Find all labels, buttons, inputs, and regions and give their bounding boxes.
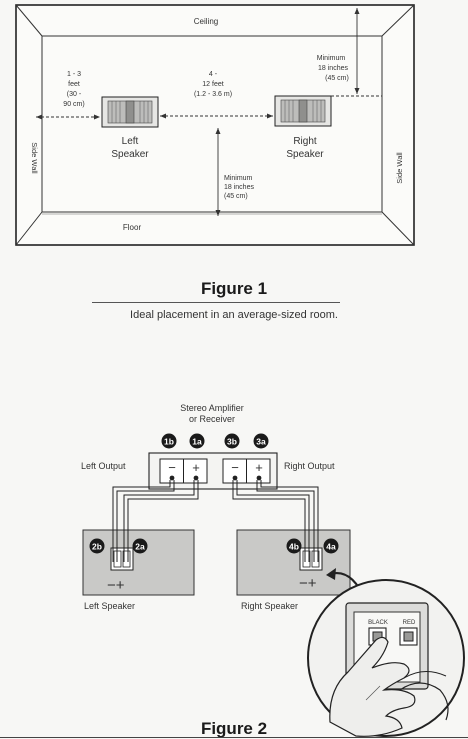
wall-gap-line-2: feet	[68, 81, 80, 88]
left-speaker-drawing	[101, 96, 159, 128]
wall-gap-line-3: (30 -	[67, 91, 82, 98]
floor-label: Floor	[123, 223, 142, 232]
badge-3a: 3a	[256, 437, 266, 447]
inset-input-label: INPUT	[383, 672, 401, 678]
speaker-gap-line-3: (1.2 - 3.6 m)	[194, 91, 232, 98]
ceiling-gap-dimension	[331, 8, 382, 97]
inset-red-label: RED	[403, 620, 416, 626]
left-speaker-box	[82, 529, 195, 596]
speaker-gap-line-2: 12 feet	[202, 81, 223, 88]
figure-1-diagram: Ceiling Floor Side Wall Side Wall Left S…	[15, 4, 415, 246]
amp-term-left-pos: +	[192, 460, 200, 475]
badge-3b: 3b	[227, 437, 237, 447]
figure-1-rule	[92, 302, 340, 303]
badge-1b: 1b	[164, 437, 174, 447]
badge-4a: 4a	[326, 542, 336, 552]
floor-gap-line-3: (45 cm)	[224, 193, 248, 200]
left-output-label: Left Output	[81, 461, 126, 471]
speaker-wires	[112, 480, 319, 562]
left-speaker-terminal	[110, 547, 134, 571]
speaker-gap-dimension	[160, 113, 273, 119]
amp-term-right-pos: +	[255, 460, 263, 475]
floor-gap-line-1: Minimum	[224, 175, 253, 182]
callout-arrow	[329, 571, 367, 601]
polarity-right: −+	[299, 575, 317, 592]
amplifier-label-1: Stereo Amplifier	[180, 403, 244, 413]
floor-gap-dimension	[215, 128, 221, 216]
floor-gap-line-2: 18 inches	[224, 184, 254, 191]
ceiling-gap-line-1: Minimum	[317, 55, 346, 62]
badge-2a: 2a	[135, 542, 145, 552]
amp-term-right-neg: −	[231, 460, 239, 475]
right-speaker-label-2: Speaker	[286, 149, 324, 160]
right-speaker-terminal	[299, 547, 323, 571]
wall-gap-line-4: 90 cm)	[63, 101, 84, 108]
side-wall-right-label: Side Wall	[395, 152, 404, 184]
back-wall	[41, 35, 383, 213]
right-speaker-box	[236, 529, 351, 596]
badge-2b: 2b	[92, 542, 102, 552]
figure-1-title: Figure 1	[200, 279, 268, 298]
right-speaker-drawing	[274, 95, 332, 127]
badge-4b: 4b	[289, 542, 299, 552]
left-speaker-label-2: Speaker	[111, 149, 149, 160]
left-speaker-label-1: Left	[122, 136, 139, 147]
polarity-left: −+	[107, 577, 125, 594]
bottom-rule	[0, 737, 468, 738]
ceiling-gap-line-3: (45 cm)	[325, 75, 349, 82]
figure-2-title: Figure 2	[200, 719, 268, 738]
amp-badges: 1b 1a 3b 3a	[161, 433, 269, 449]
right-output-terminals	[222, 458, 271, 484]
ceiling-label: Ceiling	[194, 17, 218, 26]
amplifier-block	[148, 452, 278, 490]
terminal-inset: BLACK RED INPUT	[307, 579, 465, 737]
ceiling-gap-line-2: 18 inches	[318, 65, 348, 72]
wall-gap-dimension	[36, 114, 100, 120]
inset-black-label: BLACK	[368, 620, 388, 626]
right-speaker-label: Right Speaker	[241, 601, 298, 611]
wall-gap-line-1: 1 - 3	[67, 71, 81, 78]
left-speaker-label: Left Speaker	[84, 601, 135, 611]
speaker-gap-line-1: 4 -	[209, 71, 218, 78]
figure-1-caption: Ideal placement in an average-sized room…	[130, 309, 338, 321]
left-output-terminals	[159, 458, 208, 484]
side-wall-left-label: Side Wall	[30, 142, 39, 174]
badge-1a: 1a	[192, 437, 202, 447]
room-outline	[15, 4, 415, 246]
right-output-label: Right Output	[284, 461, 335, 471]
amplifier-label-2: or Receiver	[189, 414, 235, 424]
amp-term-left-neg: −	[168, 460, 176, 475]
right-speaker-label-1: Right	[293, 136, 317, 147]
